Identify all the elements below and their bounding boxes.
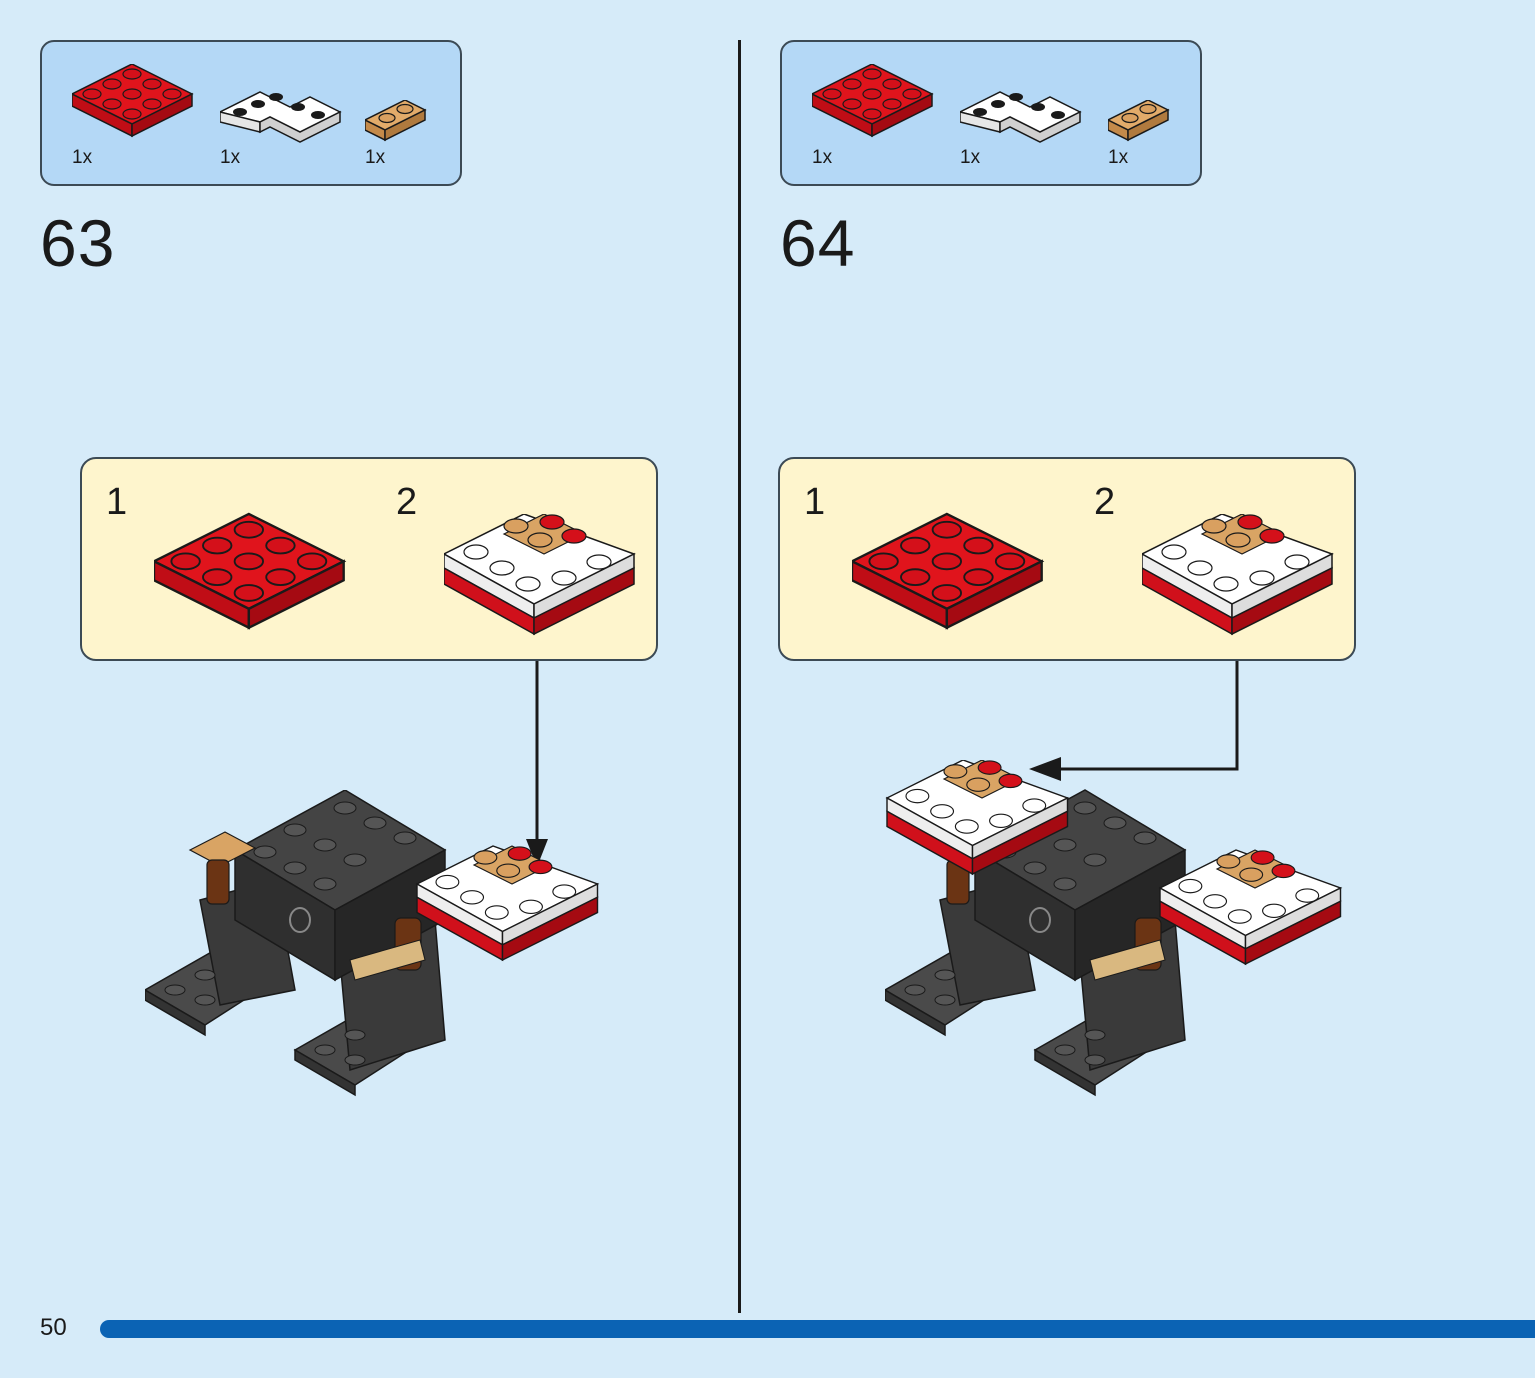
parts-callout: 1x 1x 1x <box>40 40 462 186</box>
red-plate-3x3-icon <box>812 64 933 137</box>
tan-plate-1x2-icon <box>1108 100 1169 141</box>
part-qty: 1x <box>960 147 981 168</box>
red-plate-3x3-icon <box>72 64 193 137</box>
dark-base-model <box>145 790 599 1096</box>
substep-number: 2 <box>1094 481 1116 523</box>
plate-stack-assembly-icon <box>1142 514 1333 635</box>
substep-number: 2 <box>396 481 418 523</box>
plate-stack-assembly-icon <box>444 514 635 635</box>
step-number: 64 <box>780 206 856 280</box>
red-plate-3x3-icon <box>154 512 345 629</box>
tan-plate-1x2-icon <box>365 100 426 141</box>
part-qty: 1x <box>1108 147 1129 168</box>
page-number: 50 <box>40 1314 67 1341</box>
step-64-panel: 1x 1x 1x 64 1 2 <box>740 0 1475 1310</box>
step-divider <box>738 40 741 1313</box>
white-corner-plate-icon <box>960 91 1081 143</box>
substep-number: 1 <box>804 481 826 523</box>
step-number: 63 <box>40 206 116 280</box>
part-qty: 1x <box>365 147 386 168</box>
substep-number: 1 <box>106 481 128 523</box>
part-qty: 1x <box>220 147 241 168</box>
red-plate-3x3-icon <box>852 512 1043 629</box>
substep-callout: 1 2 <box>778 457 1356 661</box>
page-footer-bar <box>100 1320 1535 1338</box>
part-qty: 1x <box>812 147 833 168</box>
part-qty: 1x <box>72 147 93 168</box>
step-63-panel: 1x 1x 1x 63 1 2 <box>0 0 735 1310</box>
substep-callout: 1 2 <box>80 457 658 661</box>
dark-base-model <box>885 760 1342 1096</box>
placement-arrow <box>1029 661 1239 781</box>
placement-arrow <box>526 661 548 867</box>
white-corner-plate-icon <box>220 91 341 143</box>
parts-callout: 1x 1x 1x <box>780 40 1202 186</box>
